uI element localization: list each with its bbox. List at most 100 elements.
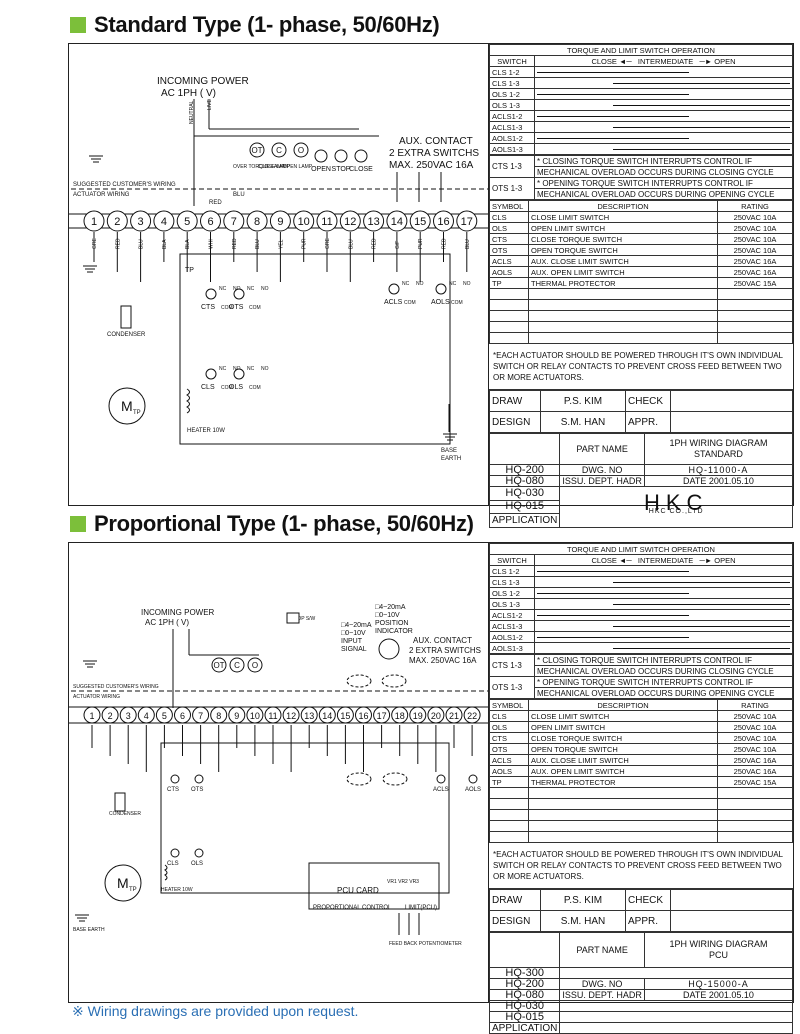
terminal-number: 9 [234,711,239,721]
nc-label: NC [247,286,255,292]
model-cell: HQ-015 [488,1011,561,1023]
switch-icon-cls [205,368,217,380]
switch-row: OLS 1-3 [489,99,793,111]
terminal-number: 5 [184,216,190,228]
lamp-icon [249,142,265,158]
incoming-power-label: INCOMING POWER [141,608,215,617]
terminal-3 [119,706,137,724]
wire-color-label: G/F [395,241,401,249]
wire-color-label: RED [232,238,238,249]
model-row: HQ-015 [488,1011,793,1023]
switch-icon-acls [388,283,400,295]
base-earth-label: EARTH [441,456,461,462]
motor-letter: M [121,398,133,414]
wire-color-label: BLU [255,239,261,249]
terminal-number: 7 [198,711,203,721]
rating-cell: 250VAC 10A [717,211,793,223]
ots-label: OTS 1-3 [489,177,535,200]
issue-date: DATE 2001.05.10 [643,475,794,487]
lamp-label: CLOSE LAMP [258,164,291,170]
switch-row-label: CLS 1-2 [489,565,535,577]
switch-row: OLS 1-3 [489,598,793,610]
incoming-power-label: INCOMING POWER [157,76,249,87]
switch-row-label: ACLS1-3 [489,620,535,632]
symbol-cell: OLS [489,222,529,234]
position-indicator-range: □4~20mA [375,604,406,611]
accent-square-icon [70,17,86,33]
application-label: APPLICATION [488,1022,561,1034]
terminal-19 [409,706,427,724]
switch-contact-icon [334,149,348,163]
part-name-value: 1PH WIRING DIAGRAM STANDARD [643,433,794,465]
condenser-icon [114,792,126,812]
terminal-6 [174,706,191,724]
switch-row: CLS 1-3 [489,576,793,588]
rating-cell: 250VAC 16A [717,255,793,267]
position-indicator-label: INDICATOR [375,628,413,635]
powering-note: *EACH ACTUATOR SHOULD BE POWERED THROUGH… [489,843,793,889]
terminal-21 [445,706,463,724]
actuator-wiring-label: ACTUATOR WIRING [73,694,120,700]
ops-col-switch: SWITCH [489,554,535,566]
switch-icon-aols [468,774,478,784]
footer-note: ※ Wiring drawings are provided upon requ… [72,1003,359,1019]
terminal-number: 19 [413,711,423,721]
terminal-number: 12 [344,216,356,228]
ops-col-switch: SWITCH [489,55,535,67]
heater-icon [186,388,190,414]
switch-label-acls: ACLS [384,299,403,306]
terminal-number: 4 [161,216,167,228]
terminal-3 [130,210,152,232]
switch-row: AOLS1-3 [489,642,793,654]
nc-label: NC [247,366,255,372]
heater-label: HEATER 10W [161,887,193,893]
terminal-number: 18 [395,711,405,721]
description-cell: AUX. OPEN LIMIT SWITCH [528,266,718,278]
pcu-card-box [308,862,440,910]
appr-label: APPR. [625,411,671,433]
description-cell: CLOSE TORQUE SWITCH [528,732,718,744]
switch-label-ots: OTS [191,787,203,793]
issu-dept: ISSU. DEPT. HADR [559,989,645,1001]
terminal-9 [228,706,246,724]
rating-cell: 250VAC 10A [717,743,793,755]
no-label: NO [261,286,269,292]
terminal-number: 14 [322,711,332,721]
switch-row-label: AOLS1-2 [489,132,535,144]
col-rating: RATING [717,699,793,711]
design-name: S.M. HAN [540,910,626,932]
terminal-11 [316,210,338,232]
terminal-13 [300,706,318,724]
switch-label: OPEN [311,166,331,173]
description-cell: OPEN TORQUE SWITCH [528,244,718,256]
terminal-number: 7 [231,216,237,228]
check-label: CHECK [625,390,671,412]
switch-row-label: AOLS1-2 [489,631,535,643]
extra-switches-label: 2 EXTRA SWITCHS [389,148,479,159]
rating-cell: 250VAC 10A [717,710,793,722]
com-label: COM [221,305,233,311]
switch-row-bar [534,121,793,133]
switch-row-label: OLS 1-2 [489,587,535,599]
terminal-20 [427,706,445,724]
terminal-10 [293,210,315,232]
switch-label-aols: AOLS [465,787,481,793]
terminal-22 [463,706,481,724]
terminal-number: 20 [431,711,441,721]
extra-switches-label: 2 EXTRA SWITCHS [409,646,481,655]
wire-color-label: RED [115,238,121,249]
vr-label: VR1 VR2 VR3 [387,879,419,885]
model-row: HQ-030 [488,1000,793,1012]
accent-square-icon [70,516,86,532]
cts-note2: MECHANICAL OVERLOAD OCCURS DURING CLOSIN… [534,166,793,178]
switch-row: CLS 1-3 [489,77,793,89]
switch-label-cts: CTS [167,787,179,793]
rating-cell: 250VAC 10A [717,244,793,256]
